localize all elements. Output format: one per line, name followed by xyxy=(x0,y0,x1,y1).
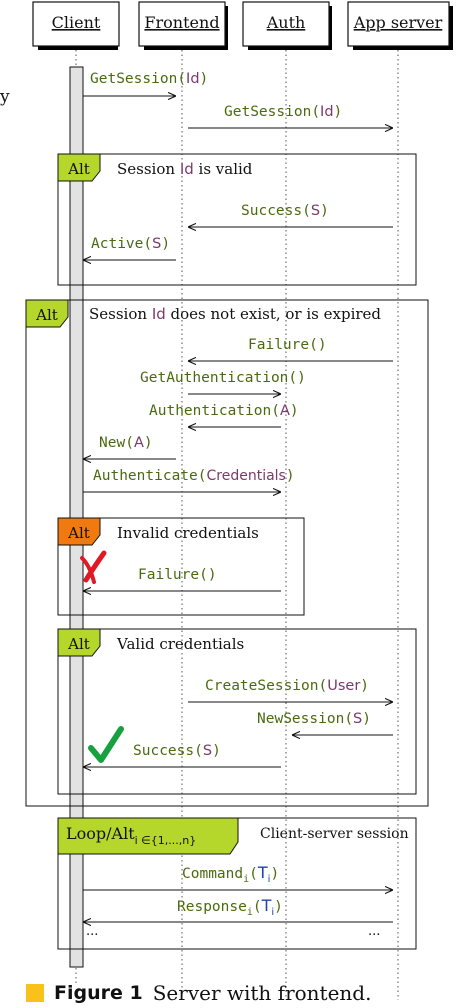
frame-guard: Invalid credentials xyxy=(117,524,259,542)
ellipsis-left: ... xyxy=(86,924,98,939)
frame-guard: Session Id is valid xyxy=(117,160,253,178)
participant-frontend: Frontend xyxy=(138,1,228,50)
message-new: New(A) xyxy=(99,435,153,451)
message-success-2: Success(S) xyxy=(133,743,221,759)
frame-guard: Session Id does not exist, or is expired xyxy=(89,305,381,323)
participant-auth: Auth xyxy=(242,1,332,50)
message-active: Active(S) xyxy=(91,236,170,252)
caption-label: Figure 1 xyxy=(54,982,143,1004)
participant-label-app-server: App server xyxy=(353,13,443,32)
cross-icon xyxy=(80,550,107,584)
frame-tag: Alt xyxy=(67,524,90,542)
message-createsession: CreateSession(User) xyxy=(205,678,369,694)
message-success: Success(S) xyxy=(241,203,329,219)
message-getsession-1: GetSession(Id) xyxy=(90,71,208,87)
ellipsis-right: ... xyxy=(368,924,380,939)
frame-alt-session-expired: Alt Session Id does not exist, or is exp… xyxy=(25,299,429,807)
message-failure-2: Failure() xyxy=(138,567,217,583)
participant-client: Client xyxy=(32,1,120,50)
frame-tag: Alt xyxy=(35,306,58,324)
message-failure-1: Failure() xyxy=(248,337,327,353)
participant-label-auth: Auth xyxy=(266,13,306,32)
message-getauthentication: GetAuthentication() xyxy=(140,370,306,386)
frame-guard: Valid credentials xyxy=(116,635,244,653)
message-getsession-2: GetSession(Id) xyxy=(224,104,342,120)
margin-text: y xyxy=(0,87,10,107)
participant-label-client: Client xyxy=(52,13,101,32)
frame-alt-invalid-credentials: Alt Invalid credentials xyxy=(57,517,305,616)
figure-caption: Figure 1 Server with frontend. xyxy=(26,978,371,1008)
client-activation-bar xyxy=(69,66,84,968)
frame-loop: Loop/Alti ∈{1,...,n} Client-server sessi… xyxy=(57,817,417,950)
participant-label-frontend: Frontend xyxy=(144,13,219,32)
frame-alt-session-valid: Alt Session Id is valid xyxy=(57,153,417,286)
frame-tag: Loop/Alti ∈{1,...,n} xyxy=(66,824,196,847)
message-command: Commandi(Ti) xyxy=(182,863,279,885)
message-newsession: NewSession(S) xyxy=(257,711,371,727)
caption-text: Server with frontend. xyxy=(152,981,372,1005)
frame-tag: Alt xyxy=(67,160,90,178)
frame-tag: Alt xyxy=(67,635,90,653)
caption-square xyxy=(26,984,44,1002)
frame-guard: Client-server session xyxy=(260,826,409,842)
frame-alt-valid-credentials: Alt Valid credentials xyxy=(57,628,417,795)
participant-app-server: App server xyxy=(347,1,453,50)
message-response: Responsei(Ti) xyxy=(177,896,283,918)
message-authentication: Authentication(A) xyxy=(149,403,299,419)
check-icon xyxy=(88,726,124,763)
message-authenticate: Authenticate(Credentials) xyxy=(93,468,295,484)
